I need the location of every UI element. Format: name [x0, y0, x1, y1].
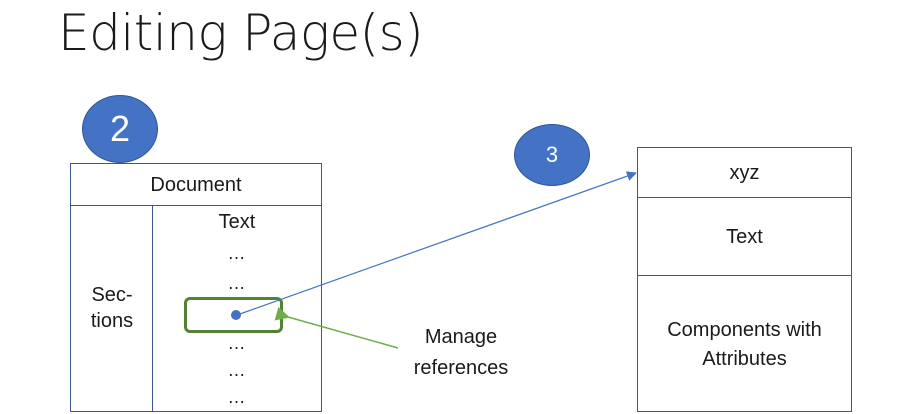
manage-references-arrow [274, 307, 399, 349]
sections-label-line1: Sec- [91, 284, 133, 306]
target-header-divider [638, 197, 851, 198]
reference-link-arrow [236, 171, 637, 316]
components-line1: Components with [667, 319, 822, 341]
ellipsis-4: … [227, 360, 247, 380]
dot-icon [231, 310, 241, 320]
step-badge-2: 2 [82, 95, 158, 163]
document-header-divider [71, 205, 321, 206]
document-box: Document Sec- tions Text … … … … … [70, 163, 322, 412]
document-column-divider [152, 205, 153, 412]
ellipsis-2: … [227, 273, 247, 293]
manage-references-line2: references [413, 357, 509, 379]
document-header: Document [150, 174, 242, 196]
manage-references-line1: Manage [424, 326, 498, 348]
document-text-label: Text [218, 211, 256, 233]
components-line2: Attributes [702, 348, 787, 370]
manage-references-label: Manage references [402, 322, 520, 384]
ellipsis-3: … [227, 333, 247, 353]
sections-label-line2: tions [90, 310, 134, 332]
target-components-label: Components with Attributes [638, 316, 851, 374]
target-text-label: Text [726, 226, 763, 248]
step-badge-3-number: 3 [545, 142, 559, 167]
target-box: xyz Text Components with Attributes [637, 147, 852, 412]
target-header: xyz [729, 162, 760, 184]
step-badge-2-number: 2 [109, 108, 131, 149]
sections-label: Sec- tions [71, 282, 153, 334]
ellipsis-5: … [227, 387, 247, 407]
target-text-divider [638, 275, 851, 276]
step-badge-3: 3 [514, 124, 590, 186]
slide-title: Editing Page(s) [58, 4, 424, 62]
ellipsis-1: … [227, 243, 247, 263]
